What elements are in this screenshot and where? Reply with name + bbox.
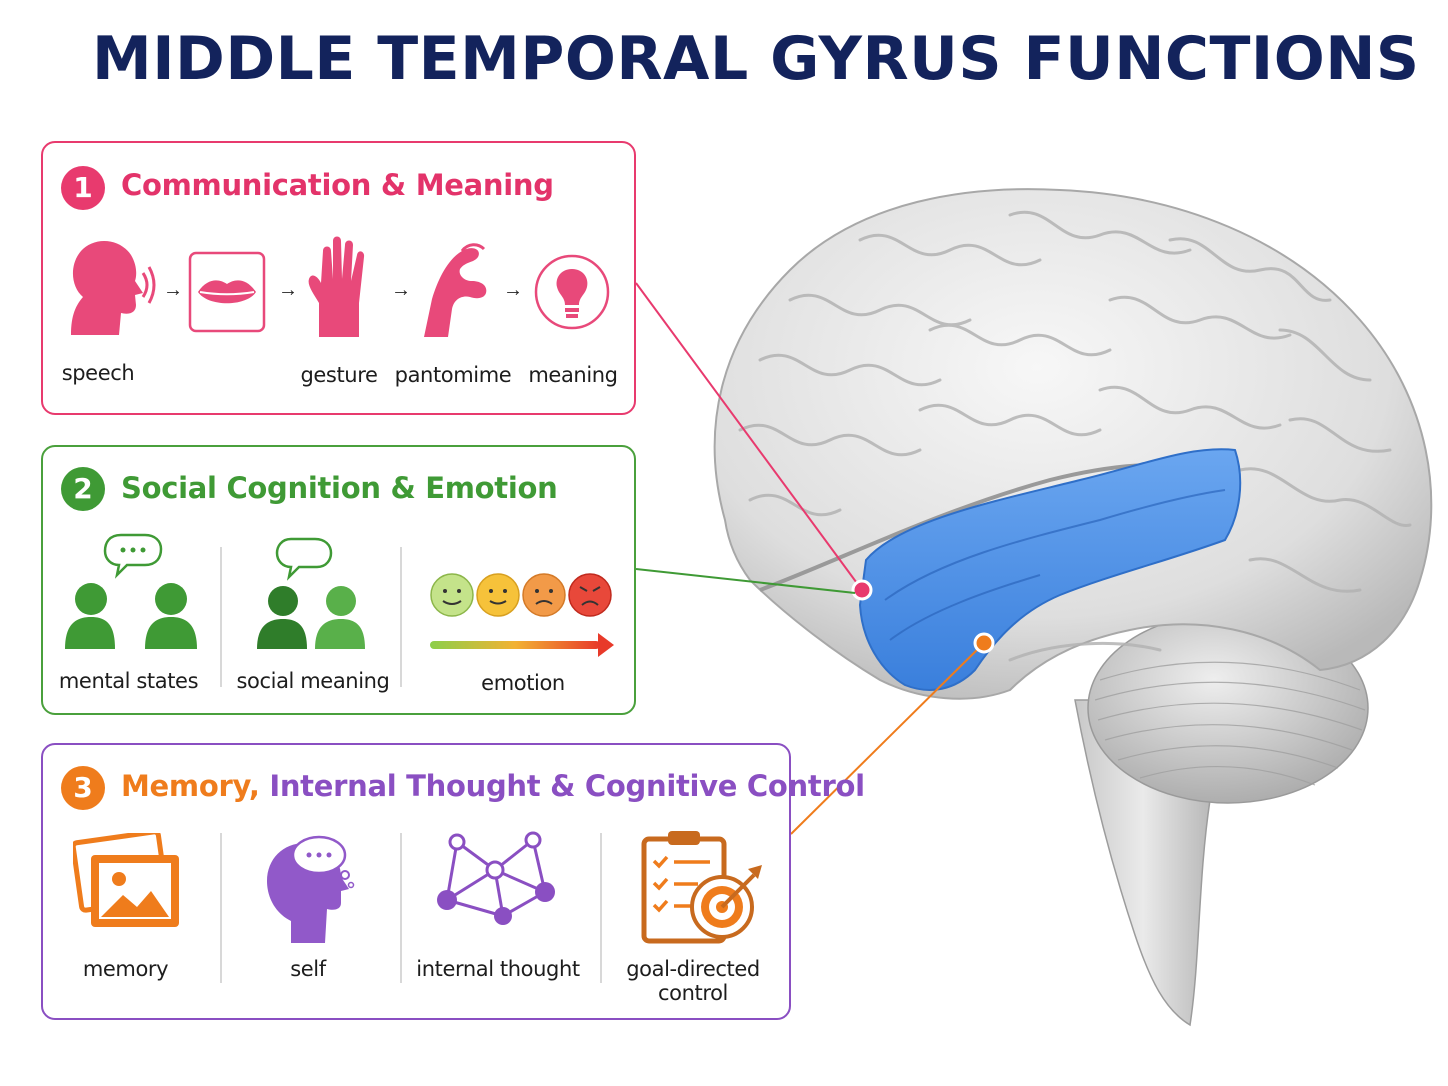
item-label-emotion: emotion xyxy=(481,671,565,695)
network-icon xyxy=(437,831,555,925)
divider xyxy=(220,833,222,983)
item-label-pantomime: pantomime xyxy=(394,363,512,387)
section-heading: Memory, Internal Thought & Cognitive Con… xyxy=(121,769,865,803)
item-label-gesture: gesture xyxy=(300,363,378,387)
item-label-speech: speech xyxy=(61,361,135,385)
conversation-icon xyxy=(65,533,197,649)
section-social-cognition-emotion: 2 Social Cognition & Emotion xyxy=(41,445,636,715)
item-label-social-meaning: social meaning xyxy=(236,669,390,693)
divider xyxy=(600,833,602,983)
divider xyxy=(400,833,402,983)
arrow-right-icon: → xyxy=(503,279,523,301)
hand-icon xyxy=(308,236,365,337)
speaking-head-icon xyxy=(71,240,156,335)
divider xyxy=(220,547,222,687)
section-memory-thought-control: 3 Memory, Internal Thought & Cognitive C… xyxy=(41,743,865,1020)
divider xyxy=(400,547,402,687)
arrow-right-icon: → xyxy=(163,279,183,301)
section-number-badge: 1 xyxy=(61,166,105,210)
people-icon xyxy=(257,537,365,649)
lightbulb-icon xyxy=(534,254,610,330)
heading-part-rest: Internal Thought & Cognitive Control xyxy=(269,769,865,803)
heading-part-memory: Memory, xyxy=(121,769,260,803)
emotion-faces-icon xyxy=(430,573,614,657)
lips-icon xyxy=(188,251,266,333)
item-label-self: self xyxy=(290,957,326,981)
section-communication-meaning: 1 Communication & Meaning → → → → speech… xyxy=(41,141,636,415)
item-label-memory: memory xyxy=(82,957,169,981)
item-label-goal-directed: goal-directed xyxy=(626,957,760,981)
page-title: MIDDLE TEMPORAL GYRUS FUNCTIONS xyxy=(92,24,1420,94)
item-label-internal-thought: internal thought xyxy=(416,957,580,981)
arrow-right-icon: → xyxy=(278,279,298,301)
item-label-meaning: meaning xyxy=(528,363,618,387)
arrow-right-icon: → xyxy=(391,279,411,301)
section-heading: Social Cognition & Emotion xyxy=(121,471,558,505)
thinking-head-icon xyxy=(267,835,355,943)
section-number-badge: 3 xyxy=(61,766,105,810)
section-number-badge: 2 xyxy=(61,467,105,511)
pantomime-hand-icon xyxy=(424,243,487,337)
item-label-control: control xyxy=(658,981,728,1005)
section-heading: Communication & Meaning xyxy=(121,168,554,202)
item-label-mental-states: mental states xyxy=(58,669,199,693)
pointer-dot-1 xyxy=(851,579,873,601)
pointer-dot-3 xyxy=(973,632,995,654)
photos-icon xyxy=(73,833,179,927)
checklist-target-icon xyxy=(641,831,762,944)
middle-temporal-gyrus xyxy=(858,448,1242,691)
